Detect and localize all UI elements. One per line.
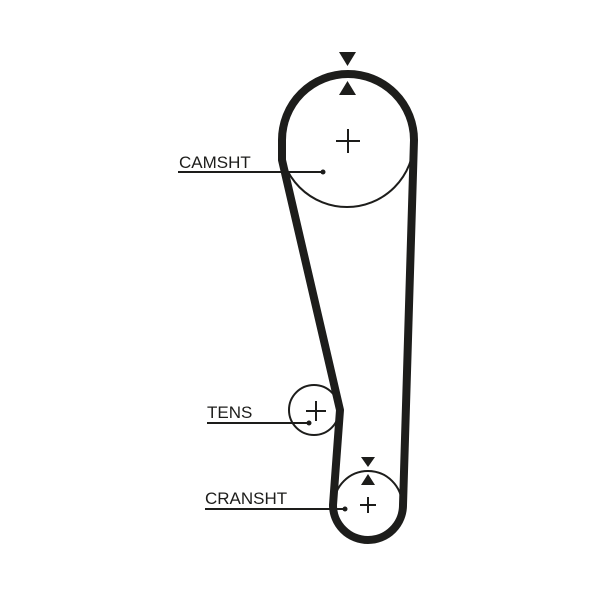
timing-mark-bottom-icon (361, 457, 375, 485)
timing-belt (278, 70, 418, 544)
camshaft-center-plus-icon (336, 129, 360, 153)
crankshaft-center-plus-icon (360, 497, 376, 513)
crankshaft-label: CRANSHT (205, 489, 287, 508)
camshaft-label: CAMSHT (179, 153, 251, 172)
timing-mark-top-icon (339, 52, 356, 95)
tensioner-center-plus-icon (306, 401, 326, 421)
leader-dots (306, 169, 348, 512)
tensioner-label: TENS (207, 403, 252, 422)
leader-lines (178, 171, 345, 510)
